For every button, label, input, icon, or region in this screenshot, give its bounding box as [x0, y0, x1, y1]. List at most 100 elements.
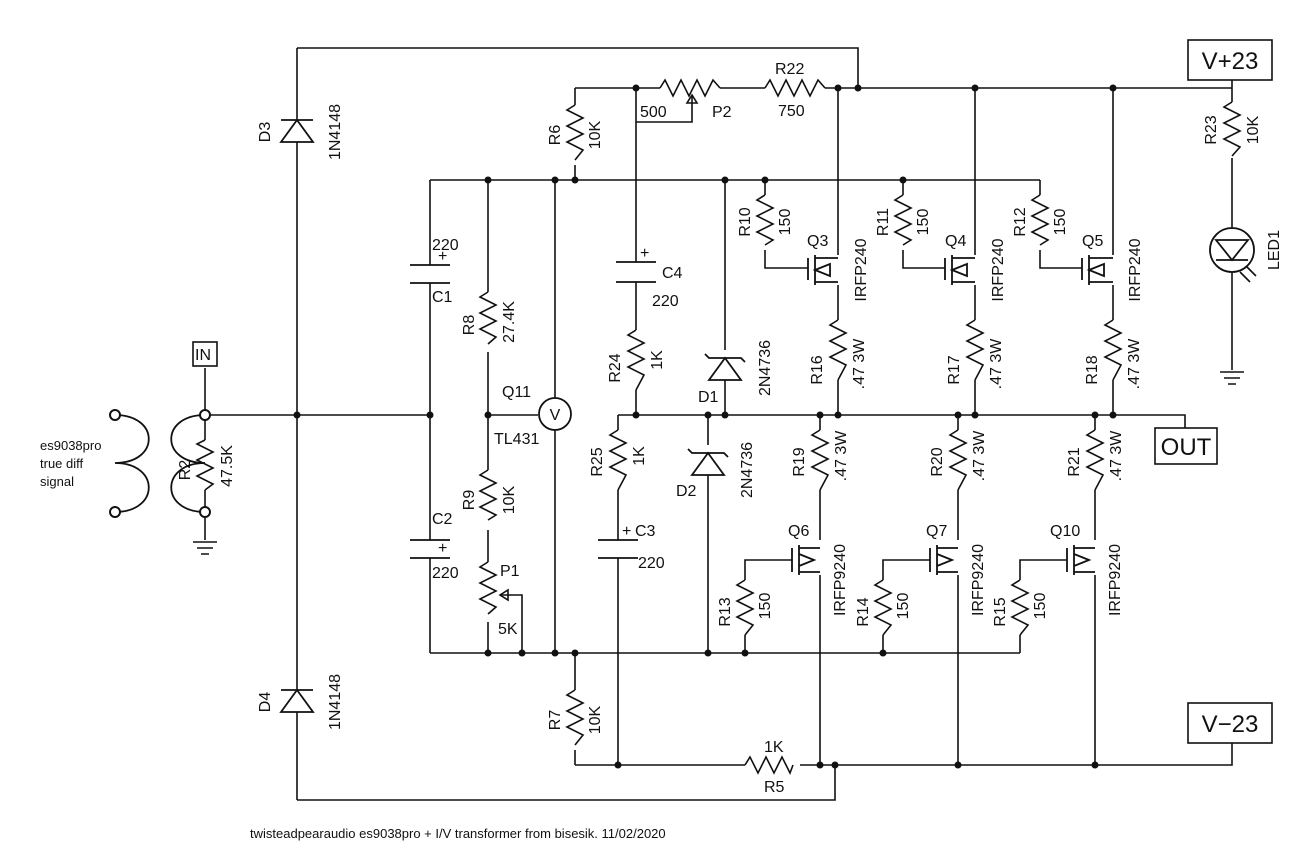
svg-text:V+23: V+23: [1202, 48, 1259, 75]
svg-text:R17: R17: [946, 355, 963, 384]
svg-text:27.4K: 27.4K: [501, 301, 518, 343]
svg-text:R5: R5: [764, 779, 785, 796]
mosfet-q4: Q4 IRFP240: [944, 233, 1007, 302]
svg-text:Q11: Q11: [502, 384, 531, 401]
svg-text:10K: 10K: [587, 705, 604, 734]
svg-text:D3: D3: [257, 122, 274, 143]
mosfet-q7: Q7 IRFP9240: [926, 523, 987, 616]
source-note: es9038pro true diff signal: [40, 438, 101, 489]
svg-text:R10: R10: [737, 207, 754, 236]
svg-text:150: 150: [1052, 209, 1069, 236]
resistor-r24: R24 1K: [607, 329, 666, 391]
svg-text:R24: R24: [607, 353, 624, 382]
zener-diode-d2: D2 2N4736: [676, 442, 756, 500]
svg-text:R23: R23: [1203, 115, 1220, 144]
svg-text:750: 750: [778, 103, 805, 120]
svg-text:IRFP240: IRFP240: [853, 238, 870, 301]
svg-text:10K: 10K: [501, 485, 518, 514]
svg-text:es9038pro: es9038pro: [40, 438, 101, 453]
junction-dots: [293, 84, 1117, 769]
resistor-r22: R22 750: [764, 61, 826, 120]
svg-text:150: 150: [1032, 593, 1049, 620]
svg-text:D4: D4: [257, 692, 274, 713]
mosfet-q6: Q6 IRFP9240: [788, 523, 849, 616]
svg-text:+: +: [438, 540, 447, 557]
regulator-q11: V Q11 TL431: [494, 384, 572, 448]
capacitor-c4: + C4 220: [616, 245, 683, 310]
svg-text:V: V: [550, 407, 561, 424]
svg-text:R2: R2: [177, 460, 194, 481]
svg-text:D2: D2: [676, 483, 697, 500]
svg-text:C4: C4: [662, 265, 683, 282]
input-port: IN: [192, 341, 218, 367]
resistor-r5: 1K R5: [744, 739, 794, 796]
svg-text:IRFP9240: IRFP9240: [970, 544, 987, 616]
svg-text:C2: C2: [432, 511, 453, 528]
svg-text:signal: signal: [40, 474, 74, 489]
svg-text:R25: R25: [589, 447, 606, 476]
svg-text:P1: P1: [500, 563, 520, 580]
svg-text:IRFP240: IRFP240: [1127, 238, 1144, 301]
diode-d3: D3 1N4148: [257, 104, 344, 160]
svg-text:Q10: Q10: [1050, 523, 1080, 540]
mosfet-q5: Q5 IRFP240: [1081, 233, 1144, 302]
resistor-r8: R8 27.4K: [461, 291, 518, 345]
svg-text:2N4736: 2N4736: [757, 340, 774, 396]
svg-text:R15: R15: [992, 597, 1009, 626]
svg-text:R19: R19: [791, 447, 808, 476]
resistor-r14: R14 150: [855, 579, 912, 636]
svg-text:47.5K: 47.5K: [219, 445, 236, 487]
capacitor-c1: + 220 C1: [410, 237, 459, 306]
diode-d4: D4 1N4148: [257, 674, 344, 730]
svg-text:R16: R16: [809, 355, 826, 384]
resistor-r21: R21 .47 3W: [1066, 429, 1125, 491]
footer-caption: twisteadpearaudio es9038pro + I/V transf…: [250, 826, 666, 841]
svg-text:Q6: Q6: [788, 523, 809, 540]
potentiometer-p2: 500 P2: [640, 78, 732, 121]
svg-text:R9: R9: [461, 490, 478, 511]
svg-text:Q4: Q4: [945, 233, 966, 250]
svg-text:1N4148: 1N4148: [327, 674, 344, 730]
resistor-r2: R2 47.5K: [177, 439, 236, 491]
svg-text:1K: 1K: [631, 446, 648, 466]
svg-text:10K: 10K: [587, 120, 604, 149]
potentiometer-p1: P1 5K: [478, 561, 520, 638]
svg-text:R18: R18: [1084, 355, 1101, 384]
svg-text:220: 220: [432, 565, 459, 582]
svg-text:+: +: [622, 523, 631, 540]
ground-symbol-led: [1220, 371, 1244, 385]
svg-text:R6: R6: [547, 125, 564, 146]
output-port: OUT: [1154, 427, 1218, 465]
svg-text:R21: R21: [1066, 447, 1083, 476]
svg-text:IRFP9240: IRFP9240: [832, 544, 849, 616]
svg-text:.47 3W: .47 3W: [1108, 430, 1125, 482]
svg-text:OUT: OUT: [1161, 434, 1212, 461]
svg-text:Q3: Q3: [807, 233, 828, 250]
svg-text:R22: R22: [775, 61, 804, 78]
svg-text:.47 3W: .47 3W: [971, 430, 988, 482]
negative-rail-label: V−23: [1187, 702, 1273, 744]
resistor-r19: R19 .47 3W: [791, 429, 850, 491]
resistor-r18: R18 .47 3W: [1084, 319, 1143, 389]
resistor-r15: R15 150: [992, 579, 1049, 636]
mosfet-q3: Q3 IRFP240: [807, 233, 870, 302]
svg-text:220: 220: [652, 293, 679, 310]
svg-text:.47 3W: .47 3W: [851, 338, 868, 390]
svg-text:10K: 10K: [1245, 115, 1262, 144]
positive-rail-label: V+23: [1187, 39, 1273, 81]
svg-text:R7: R7: [547, 710, 564, 731]
wires: [204, 47, 1233, 801]
resistor-r12: R12 150: [1012, 194, 1069, 246]
iv-transformer: [109, 409, 211, 518]
resistor-r16: R16 .47 3W: [809, 319, 868, 390]
resistor-r13: R13 150: [717, 579, 774, 636]
zener-diode-d1: D1 2N4736: [698, 340, 774, 406]
svg-text:R12: R12: [1012, 207, 1029, 236]
svg-text:P2: P2: [712, 104, 732, 121]
svg-text:2N4736: 2N4736: [739, 442, 756, 498]
resistor-r17: R17 .47 3W: [946, 319, 1005, 389]
svg-text:C3: C3: [635, 523, 656, 540]
svg-text:150: 150: [757, 593, 774, 620]
svg-text:1K: 1K: [649, 350, 666, 370]
